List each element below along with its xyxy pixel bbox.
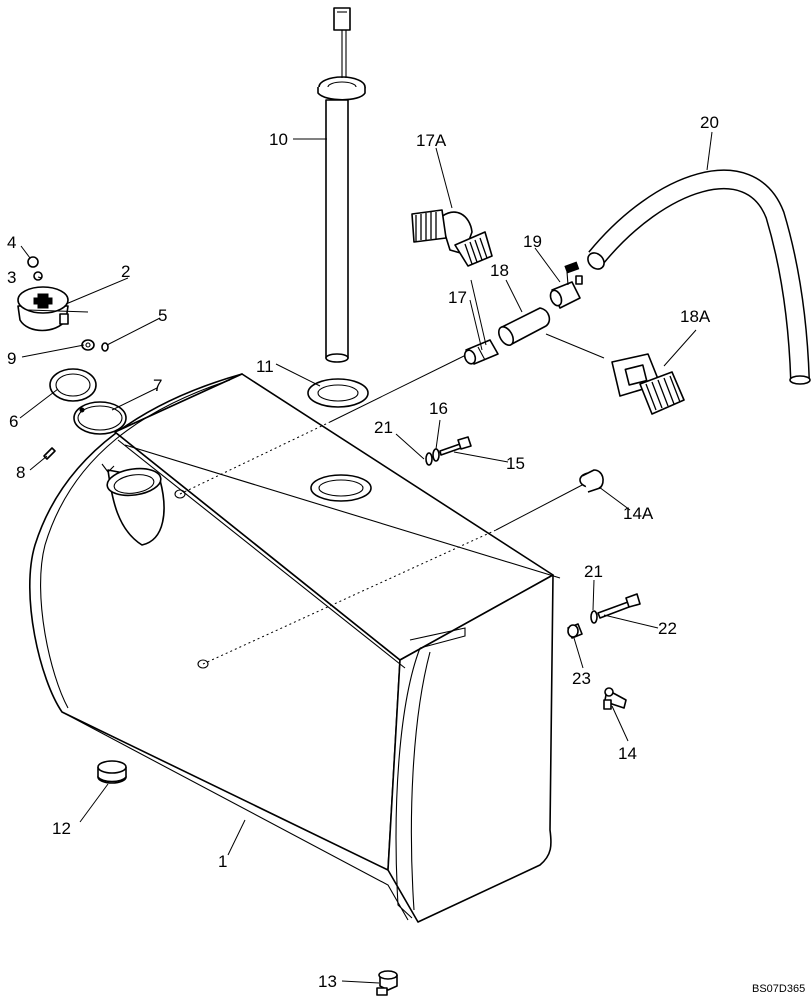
assembly-lines bbox=[179, 354, 587, 665]
callout-5: 5 bbox=[158, 306, 167, 325]
elbow-18a bbox=[611, 353, 685, 415]
leader-lines bbox=[19, 131, 713, 984]
callout-17: 17 bbox=[448, 288, 467, 307]
sender-gasket bbox=[307, 378, 369, 408]
callout-labels: 1 2 3 4 5 6 7 8 9 10 11 12 13 14 14A 15 … bbox=[7, 113, 805, 995]
elbow-fitting-13 bbox=[376, 970, 398, 996]
callout-14a: 14A bbox=[623, 504, 654, 523]
cap-gasket bbox=[49, 368, 97, 402]
callout-11: 11 bbox=[256, 357, 274, 376]
callout-20: 20 bbox=[700, 113, 719, 132]
callout-18a: 18A bbox=[680, 307, 711, 326]
drawing-reference-code: BS07D365 bbox=[752, 983, 805, 995]
callout-14: 14 bbox=[618, 744, 637, 763]
spacer-23 bbox=[567, 623, 583, 639]
washer-21-upper bbox=[425, 452, 433, 466]
callout-9: 9 bbox=[7, 349, 16, 368]
callout-8: 8 bbox=[16, 463, 25, 482]
elbow-fitting-14 bbox=[603, 687, 627, 710]
callout-3: 3 bbox=[7, 268, 16, 287]
hose-18 bbox=[497, 307, 551, 346]
callout-21-upper: 21 bbox=[374, 418, 393, 437]
fitting-17 bbox=[463, 339, 499, 365]
fuel-tank bbox=[29, 373, 561, 923]
drain-plug bbox=[97, 760, 127, 784]
fuel-cap bbox=[17, 286, 69, 332]
callout-18: 18 bbox=[490, 261, 509, 280]
hose-20 bbox=[587, 169, 811, 385]
cap-plug-14a bbox=[579, 469, 604, 493]
callout-1: 1 bbox=[218, 852, 227, 871]
cap-washer bbox=[33, 271, 43, 281]
shutoff-valve-19 bbox=[549, 261, 583, 309]
bolt-22 bbox=[597, 593, 641, 619]
callout-13: 13 bbox=[318, 972, 337, 991]
callout-19: 19 bbox=[523, 232, 542, 251]
callout-12: 12 bbox=[52, 819, 71, 838]
callout-22: 22 bbox=[658, 619, 677, 638]
bolt-15 bbox=[439, 436, 472, 456]
callout-7: 7 bbox=[153, 376, 162, 395]
callout-16: 16 bbox=[429, 399, 448, 418]
callout-10: 10 bbox=[269, 130, 288, 149]
callout-15: 15 bbox=[506, 454, 525, 473]
elbow-17a bbox=[411, 209, 493, 267]
cap-screw bbox=[101, 342, 109, 352]
callout-6: 6 bbox=[9, 412, 18, 431]
washer-21-lower bbox=[590, 610, 598, 624]
cap-nut bbox=[27, 256, 39, 268]
callout-17a: 17A bbox=[416, 131, 447, 150]
callout-2: 2 bbox=[121, 262, 130, 281]
callout-23: 23 bbox=[572, 669, 591, 688]
callout-4: 4 bbox=[7, 233, 16, 252]
fuel-sender-unit bbox=[317, 7, 366, 363]
callout-21-lower: 21 bbox=[584, 562, 603, 581]
washer-16 bbox=[432, 448, 440, 462]
